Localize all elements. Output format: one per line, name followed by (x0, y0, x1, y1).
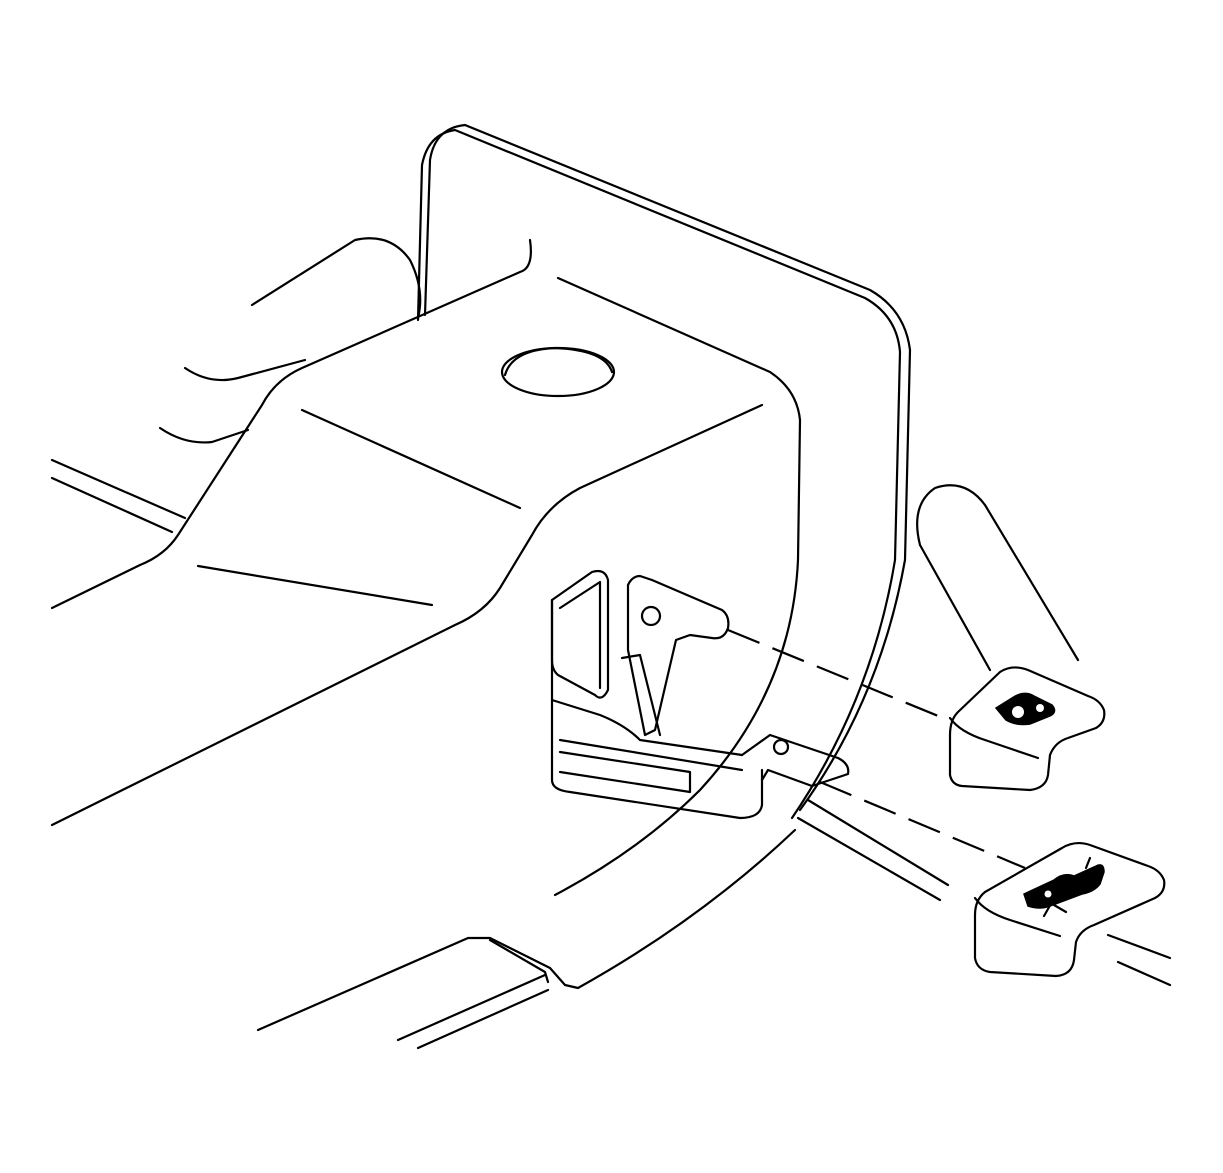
floor-panel-housing (50, 123, 912, 897)
right-curved-rail (916, 484, 1080, 672)
left-rail-lines (50, 237, 422, 534)
retainer-clip-upper (948, 666, 1106, 792)
retainer-clip-lower (973, 841, 1166, 978)
clip-icon (994, 692, 1056, 726)
clip-icon (1023, 856, 1105, 918)
alignment-lines (727, 628, 1026, 870)
lower-sill-lines (256, 798, 1172, 1050)
latch-striker-bracket (550, 569, 850, 820)
